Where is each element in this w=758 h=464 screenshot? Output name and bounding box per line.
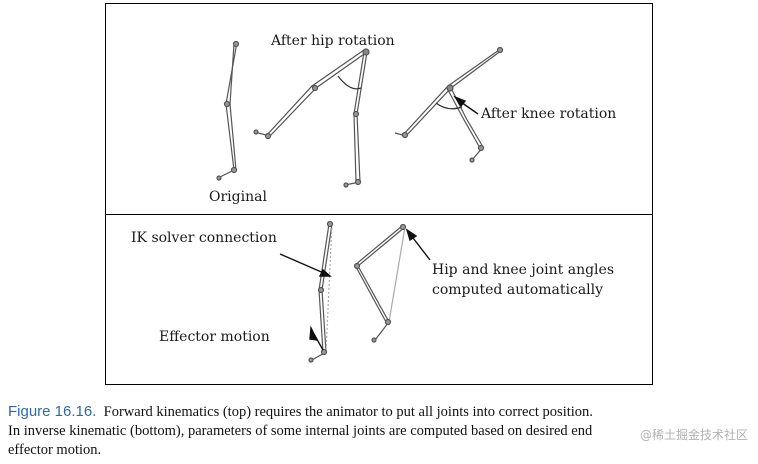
label-hip-knee: Hip and knee joint angles — [432, 262, 615, 278]
label-after-hip: After hip rotation — [271, 33, 395, 49]
leg-after-knee — [394, 46, 504, 163]
leg-original — [216, 40, 240, 181]
label-after-knee: After knee rotation — [481, 106, 617, 122]
label-effector: Effector motion — [159, 329, 270, 345]
label-ik-solver: IK solver connection — [131, 230, 277, 246]
label-computed-auto: computed automatically — [432, 282, 604, 298]
leg-ik-bent — [353, 223, 407, 343]
figure-number: Figure 16.16. — [8, 403, 97, 420]
leg-ik-straight — [308, 220, 334, 363]
caption-line-1: Forward kinematics (top) requires the an… — [103, 404, 593, 420]
figure-caption: Figure 16.16. Forward kinematics (top) r… — [8, 402, 753, 460]
caption-line-3: effector motion. — [8, 442, 102, 458]
arrow-ik-solver — [279, 253, 327, 275]
caption-line-2: In inverse kinematic (bottom), parameter… — [8, 423, 593, 439]
watermark: @稀土掘金技术社区 — [639, 428, 748, 442]
label-original: Original — [209, 189, 267, 205]
panel-divider — [106, 214, 652, 215]
figure-frame — [105, 3, 653, 385]
leg-after-hip — [253, 48, 370, 188]
